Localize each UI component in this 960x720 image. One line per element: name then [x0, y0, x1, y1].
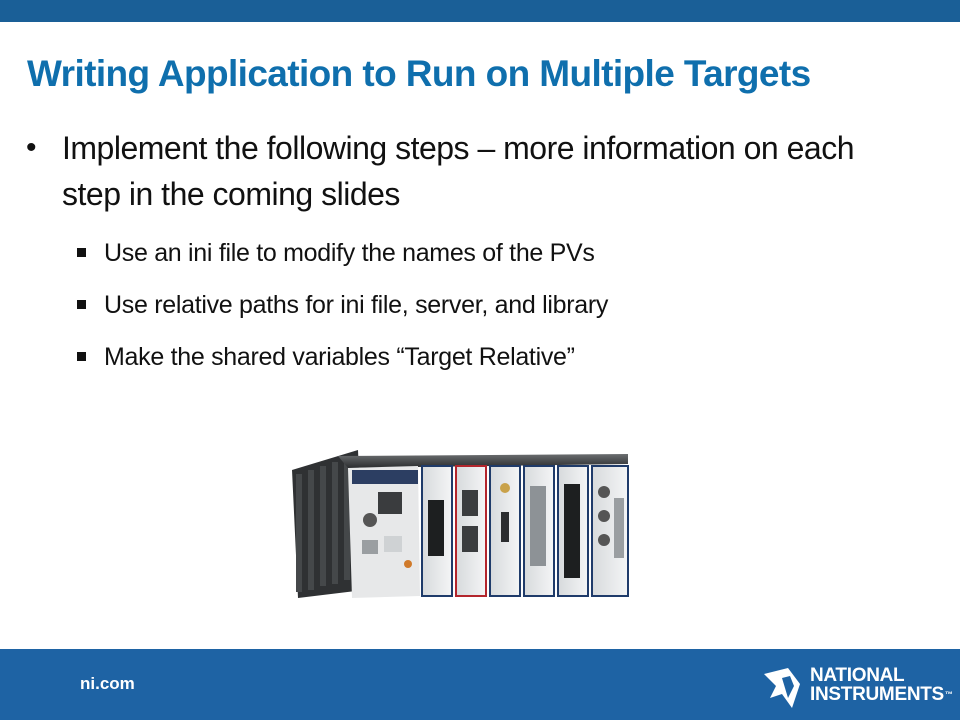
top-banner [0, 0, 960, 22]
square-bullet-icon [77, 352, 86, 361]
bullet-marker: • [26, 131, 37, 164]
logo-line-2: INSTRUMENTS [810, 684, 944, 705]
main-bullet: • Implement the following steps – more i… [26, 125, 906, 217]
trademark-symbol: ™ [944, 690, 953, 699]
sub-bullet-text: Use relative paths for ini file, server,… [104, 291, 609, 319]
ni-wordmark: NATIONAL INSTRUMENTS™ [810, 666, 953, 704]
heat-sink [292, 450, 364, 598]
sub-bullet-text: Use an ini file to modify the names of t… [104, 239, 595, 267]
sub-bullet-list: Use an ini file to modify the names of t… [77, 230, 897, 386]
footer-website: ni.com [80, 674, 135, 693]
controller-module [348, 466, 420, 598]
ni-eagle-logo-icon [764, 668, 800, 708]
main-bullet-text: Implement the following steps – more inf… [62, 130, 854, 212]
bottom-banner [0, 649, 960, 720]
square-bullet-icon [77, 248, 86, 257]
sub-bullet-item: Use an ini file to modify the names of t… [77, 230, 897, 282]
slide-title: Writing Application to Run on Multiple T… [27, 53, 811, 94]
logo-line-1: NATIONAL [810, 665, 905, 686]
compactrio-device-image [292, 450, 629, 598]
logo-line-2-wrap: INSTRUMENTS™ [810, 685, 953, 704]
io-modules [421, 465, 629, 597]
square-bullet-icon [77, 300, 86, 309]
sub-bullet-text: Make the shared variables “Target Relati… [104, 343, 575, 371]
sub-bullet-item: Make the shared variables “Target Relati… [77, 334, 897, 386]
sub-bullet-item: Use relative paths for ini file, server,… [77, 282, 897, 334]
